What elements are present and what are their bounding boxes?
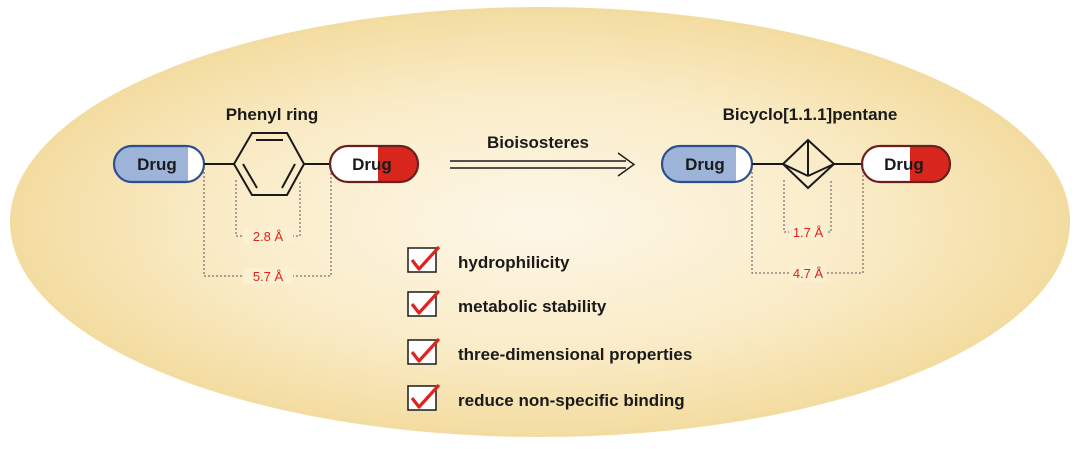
property-list: hydrophilicity metabolic stability three…	[407, 245, 692, 411]
distance-inner-left: 2.8 Å	[253, 229, 284, 244]
property-label: metabolic stability	[458, 297, 607, 316]
background-ellipse	[10, 7, 1070, 437]
drug-label: Drug	[685, 155, 725, 174]
property-label: three-dimensional properties	[458, 345, 692, 364]
property-label: hydrophilicity	[458, 253, 570, 272]
property-item: hydrophilicity	[407, 245, 570, 273]
bicyclopentane-cage-icon	[781, 138, 836, 190]
checkmark-icon	[410, 289, 441, 315]
property-item: reduce non-specific binding	[407, 383, 685, 411]
distance-bracket-inner-right	[783, 180, 832, 233]
phenyl-ring-title: Phenyl ring	[226, 105, 319, 124]
drug-label: Drug	[884, 155, 924, 174]
distance-bracket-outer-left	[203, 164, 332, 277]
property-item: three-dimensional properties	[407, 337, 692, 365]
drug-label: Drug	[352, 155, 392, 174]
distance-outer-right: 4.7 Å	[793, 266, 824, 281]
property-label: reduce non-specific binding	[458, 391, 685, 410]
drug-pill-right-red: Drug	[860, 144, 952, 184]
bicyclopentane-title: Bicyclo[1.1.1]pentane	[723, 105, 898, 124]
checkmark-icon	[410, 337, 441, 363]
drug-pill-left-blue: Drug	[112, 144, 206, 184]
checkmark-icon	[410, 245, 441, 271]
drug-label: Drug	[137, 155, 177, 174]
property-item: metabolic stability	[407, 289, 607, 317]
drug-pill-right-red: Drug	[328, 144, 420, 184]
distance-outer-left: 5.7 Å	[253, 269, 284, 284]
checkmark-icon	[410, 383, 441, 409]
drug-pill-left-blue: Drug	[660, 144, 754, 184]
benzene-ring-icon	[232, 132, 306, 196]
double-arrow-icon	[450, 152, 636, 177]
distance-inner-right: 1.7 Å	[793, 225, 824, 240]
bioisosteres-label: Bioisosteres	[487, 133, 589, 152]
